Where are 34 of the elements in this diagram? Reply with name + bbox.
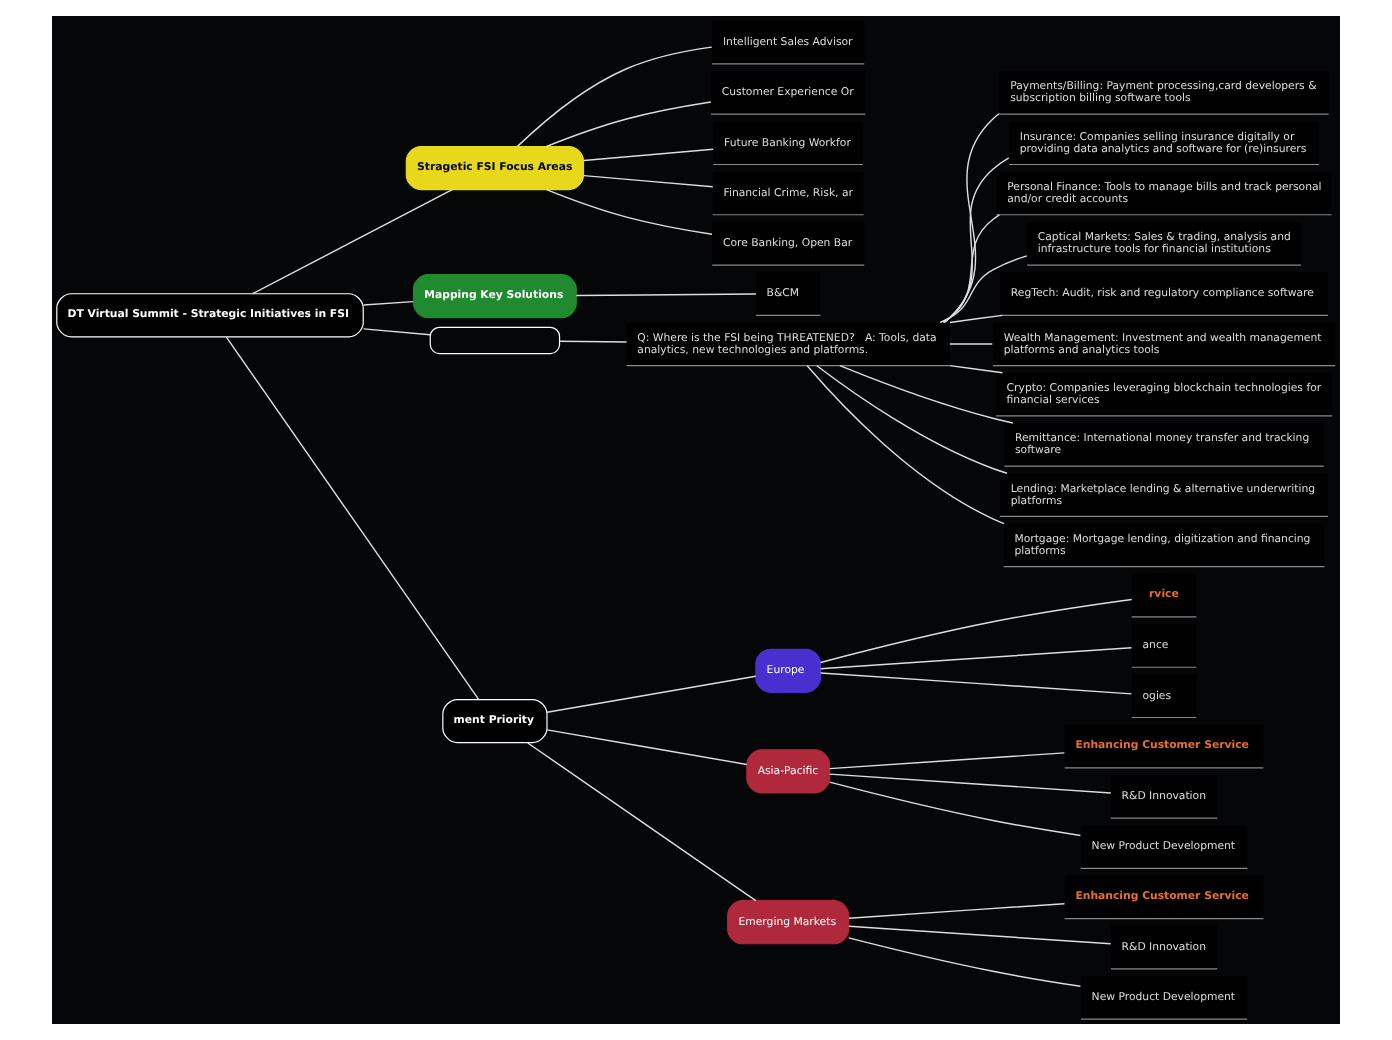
connector <box>949 364 1004 374</box>
connector <box>362 328 431 336</box>
node-box <box>429 326 561 355</box>
connector <box>575 293 757 297</box>
connector <box>943 157 1010 323</box>
connector <box>848 902 1066 919</box>
connector <box>546 729 748 766</box>
connector <box>819 672 1133 695</box>
connector <box>949 314 1004 324</box>
connector <box>558 340 628 343</box>
connector <box>546 675 757 713</box>
connector <box>816 365 1008 474</box>
connector <box>527 742 757 902</box>
connector <box>251 189 453 295</box>
connector <box>362 300 414 306</box>
connector <box>829 752 1066 770</box>
connector <box>943 112 1000 324</box>
connector <box>583 148 714 162</box>
connector <box>583 174 714 188</box>
connector <box>545 188 713 236</box>
connector <box>545 101 712 148</box>
connector <box>848 925 1112 945</box>
connector <box>819 598 1133 664</box>
connector <box>516 46 713 148</box>
connector <box>806 365 1005 525</box>
connector <box>829 773 1112 794</box>
connector <box>839 364 1014 424</box>
connector <box>829 781 1082 837</box>
connector <box>848 937 1082 987</box>
connector <box>949 343 994 345</box>
connector <box>942 214 1001 324</box>
connector <box>819 647 1133 670</box>
connector <box>225 336 480 700</box>
connector <box>939 255 1028 324</box>
